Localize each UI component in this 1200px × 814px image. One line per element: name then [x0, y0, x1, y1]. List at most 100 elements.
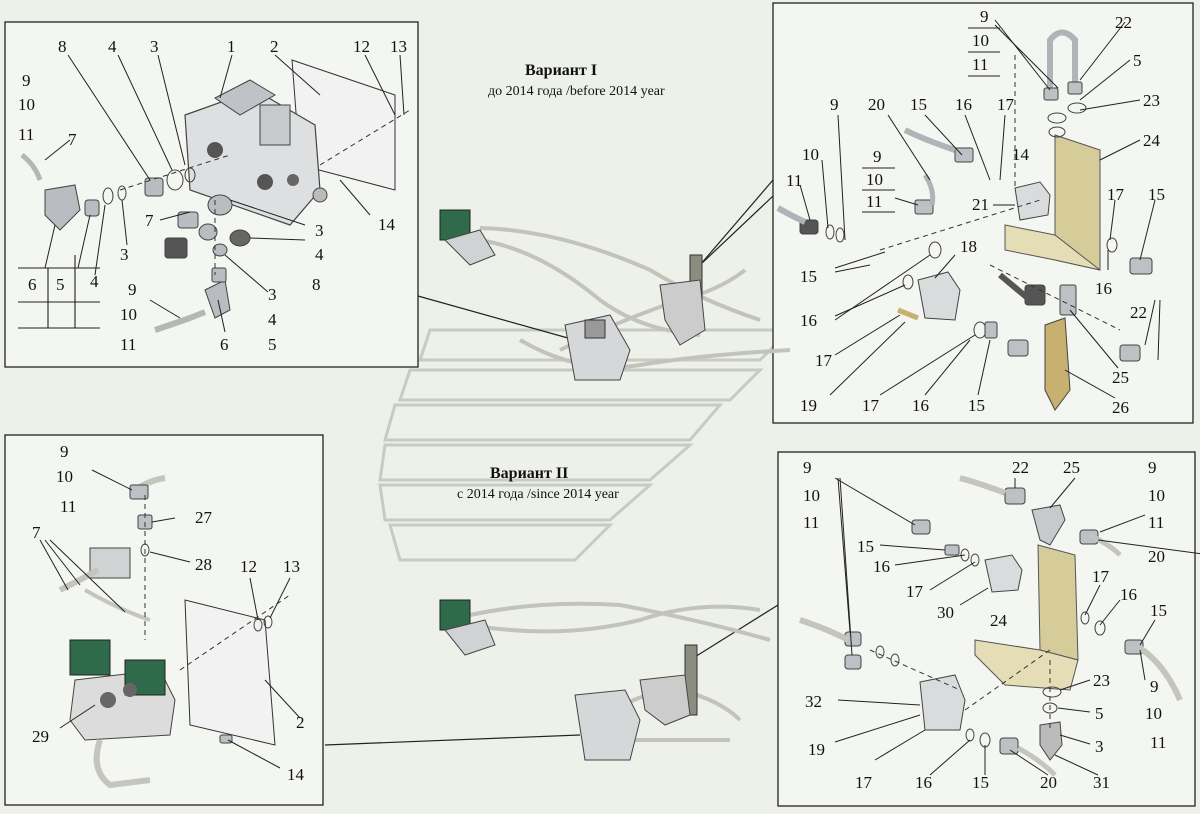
callout-label: 24: [1143, 131, 1161, 150]
callout-label: 10: [120, 305, 137, 324]
callout-label: 32: [805, 692, 822, 711]
callout-label: 12: [353, 37, 370, 56]
callout-label: 9: [1148, 458, 1157, 477]
callout-label: 17: [855, 773, 873, 792]
callout-label: 8: [312, 275, 321, 294]
panel-variant1-left: [4, 21, 419, 368]
u-pipe: [1047, 29, 1078, 90]
variant1-title: Вариант I: [525, 62, 597, 79]
part-group-table: [18, 255, 100, 329]
callout-label: 14: [1012, 145, 1030, 164]
callout-label: 9: [803, 458, 812, 477]
callout-label: 4: [90, 272, 99, 291]
callout-label: 1: [227, 37, 236, 56]
callout-label: 13: [390, 37, 407, 56]
callout-label: 17: [1107, 185, 1125, 204]
callout-label: 16: [800, 311, 817, 330]
callout-label: 6: [220, 335, 229, 354]
callout-label: 2: [296, 713, 305, 732]
callout-label: 25: [1112, 368, 1129, 387]
callout-label: 4: [268, 310, 277, 329]
callout-label: 17: [862, 396, 880, 415]
panel-variant2-left: [4, 434, 324, 806]
callout-label: 9: [1150, 677, 1159, 696]
callout-label: 20: [868, 95, 885, 114]
hose: [154, 309, 207, 333]
panel-variant1-right: [772, 2, 1194, 424]
callout-label: 11: [866, 192, 882, 211]
callout-label: 15: [910, 95, 927, 114]
callout-label: 15: [800, 267, 817, 286]
callout-label: 15: [857, 537, 874, 556]
callout-label: 21: [972, 195, 989, 214]
callout-label: 12: [240, 557, 257, 576]
callout-label: 11: [1150, 733, 1166, 752]
connector-lines: [324, 179, 791, 746]
callout-label: 3: [120, 245, 129, 264]
callout-label: 11: [60, 497, 76, 516]
callout-label: 11: [803, 513, 819, 532]
callout-label: 22: [1130, 303, 1147, 322]
callout-label: 23: [1093, 671, 1110, 690]
callout-label: 22: [1012, 458, 1029, 477]
callout-label: 16: [1120, 585, 1137, 604]
callout-label: 17: [1092, 567, 1110, 586]
callout-label: 10: [803, 486, 820, 505]
callout-label: 11: [18, 125, 34, 144]
callout-label: 5: [1133, 51, 1142, 70]
callouts-panel-tl: 8 4 3 1 2 12 13 9 10 11 7 7 3 3 4 3 4 8 …: [18, 37, 407, 354]
callout-label: 24: [990, 611, 1008, 630]
callout-label: 17: [997, 95, 1015, 114]
callout-label: 2: [270, 37, 279, 56]
bracket: [1037, 544, 1079, 661]
callout-label: 23: [1143, 91, 1160, 110]
callout-label: 5: [268, 335, 277, 354]
callout-label: 18: [960, 237, 977, 256]
variant1-subtitle: до 2014 года /before 2014 year: [488, 84, 665, 99]
callout-label: 16: [912, 396, 929, 415]
callout-label: 10: [18, 95, 35, 114]
callout-label: 19: [800, 396, 817, 415]
callout-label: 16: [873, 557, 890, 576]
callout-label: 10: [866, 170, 883, 189]
callout-label: 7: [68, 130, 77, 149]
callout-label: 29: [32, 727, 49, 746]
callout-label: 9: [873, 147, 882, 166]
chevron-watermark: [378, 328, 794, 562]
callout-label: 13: [283, 557, 300, 576]
callout-label: 4: [315, 245, 324, 264]
callout-label: 4: [108, 37, 117, 56]
callout-label: 9: [22, 71, 31, 90]
callout-label: 7: [145, 211, 154, 230]
callout-label: 5: [56, 275, 65, 294]
mounting-plate: [184, 599, 276, 746]
callout-label: 15: [1150, 601, 1167, 620]
callout-label: 9: [830, 95, 839, 114]
callout-label: 3: [1095, 737, 1104, 756]
callout-label: 14: [378, 215, 396, 234]
callout-label: 3: [150, 37, 159, 56]
callout-label: 9: [980, 7, 989, 26]
callout-label: 16: [1095, 279, 1112, 298]
center-assembly-variant1: [439, 209, 791, 381]
callout-label: 17: [906, 582, 924, 601]
callout-label: 15: [1148, 185, 1165, 204]
callout-label: 15: [972, 773, 989, 792]
callout-label: 10: [56, 467, 73, 486]
callout-label: 15: [968, 396, 985, 415]
callout-label: 17: [815, 351, 833, 370]
callout-label: 25: [1063, 458, 1080, 477]
callout-label: 20: [1148, 547, 1165, 566]
callout-label: 19: [808, 740, 825, 759]
fittings: [44, 167, 251, 319]
callout-label: 11: [786, 171, 802, 190]
callout-label: 5: [1095, 704, 1104, 723]
callout-label: 28: [195, 555, 212, 574]
center-assembly-variant2: [439, 599, 771, 761]
callout-label: 31: [1093, 773, 1110, 792]
callout-label: 11: [972, 55, 988, 74]
callout-label: 11: [120, 335, 136, 354]
callout-label: 11: [1148, 513, 1164, 532]
callout-label: 26: [1112, 398, 1129, 417]
